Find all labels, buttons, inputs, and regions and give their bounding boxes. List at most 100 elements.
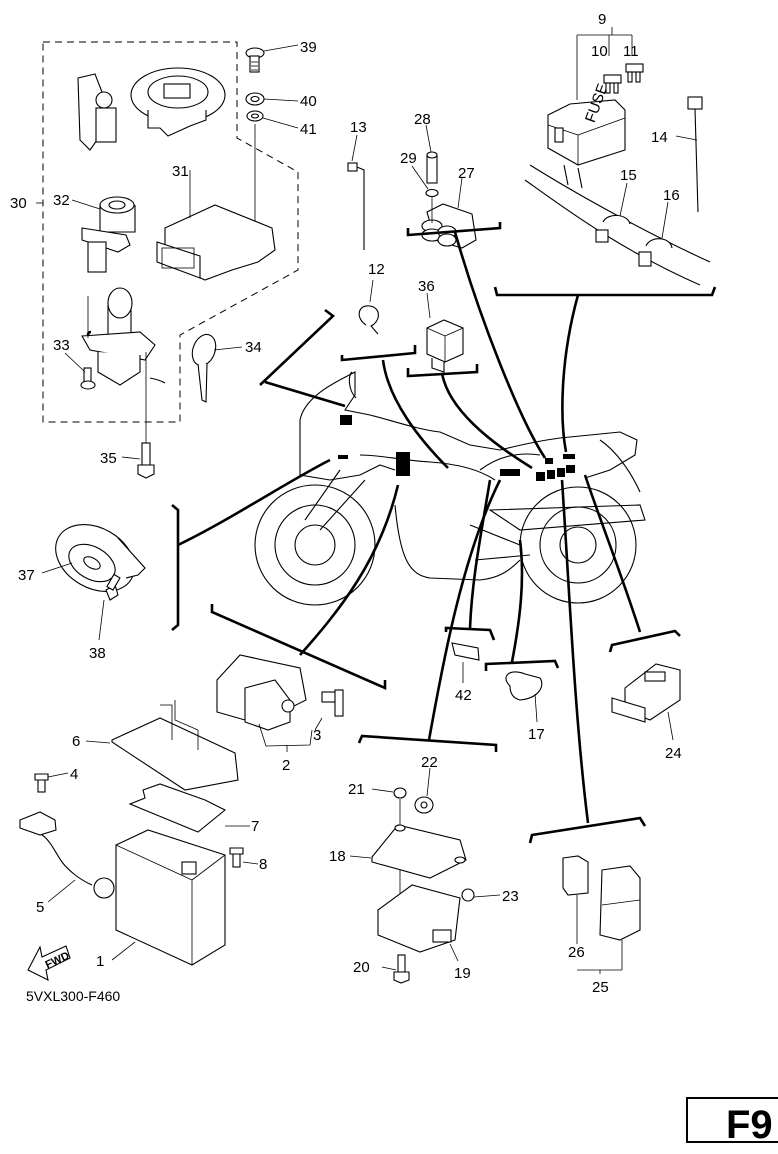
diagram-code: 5VXL300-F460 bbox=[26, 988, 120, 1004]
cable-tie-13: 13 bbox=[347, 119, 367, 250]
callout-15: 15 bbox=[620, 167, 637, 184]
bolt-35: 35 bbox=[100, 442, 155, 479]
callout-7: 7 bbox=[251, 818, 259, 835]
bolt-38: 38 bbox=[89, 573, 121, 662]
callout-18: 18 bbox=[329, 848, 346, 865]
callout-9: 9 bbox=[598, 11, 606, 28]
bracket-17 bbox=[484, 659, 560, 671]
key-34: 34 bbox=[191, 333, 262, 403]
callout-11: 11 bbox=[623, 43, 639, 60]
callout-17: 17 bbox=[528, 726, 545, 743]
callout-31: 31 bbox=[172, 163, 189, 180]
callout-10: 10 bbox=[591, 43, 608, 60]
battery-cable-5: 5 bbox=[19, 811, 115, 916]
callout-4: 4 bbox=[70, 766, 78, 783]
fuel-cap-lock bbox=[130, 67, 226, 137]
bracket-25-26 bbox=[528, 816, 647, 844]
cable-tie-14: 14 bbox=[651, 96, 703, 213]
callout-42: 42 bbox=[455, 687, 472, 704]
fuse-10 bbox=[603, 74, 622, 94]
callout-24: 24 bbox=[665, 745, 682, 762]
clamp-12: 12 bbox=[358, 261, 385, 335]
bracket-lock-set bbox=[259, 308, 336, 386]
callout-26: 26 bbox=[568, 944, 585, 961]
fwd-label: FWD bbox=[44, 950, 72, 971]
seat-lock bbox=[77, 73, 117, 151]
battery-1: 1 bbox=[96, 829, 226, 970]
bracket-ecu-mount bbox=[210, 604, 387, 690]
callout-29: 29 bbox=[400, 150, 417, 167]
bracket-12-13 bbox=[340, 345, 417, 362]
battery-cover-6: 6 bbox=[72, 700, 239, 791]
callout-35: 35 bbox=[100, 450, 117, 467]
ecu-unit-31: 31 bbox=[156, 163, 276, 281]
callout-28: 28 bbox=[414, 111, 431, 128]
washer-29: 29 bbox=[400, 150, 439, 198]
bracket-horn bbox=[171, 504, 180, 631]
callout-13: 13 bbox=[350, 119, 367, 136]
handlebar-harness bbox=[524, 164, 711, 286]
relay-36: 36 bbox=[418, 278, 464, 373]
callout-32: 32 bbox=[53, 192, 70, 209]
lock-set-boundary bbox=[42, 41, 299, 423]
callout-14: 14 bbox=[651, 129, 668, 146]
callout-40: 40 bbox=[300, 93, 317, 110]
bracket-fuse bbox=[493, 286, 717, 297]
callout-34: 34 bbox=[245, 339, 262, 356]
bolt-28: 28 bbox=[414, 111, 438, 184]
bracket-24 bbox=[608, 629, 681, 653]
callout-33: 33 bbox=[53, 337, 70, 354]
washer-40: 40 bbox=[245, 92, 317, 110]
fuse-box-9: 9 FUSE 10 11 bbox=[547, 11, 639, 166]
horn-37: 37 bbox=[18, 524, 146, 592]
relay-unit-26: 26 bbox=[562, 855, 589, 961]
screw-33: 33 bbox=[53, 337, 96, 390]
callout-41: 41 bbox=[300, 121, 317, 138]
callout-12: 12 bbox=[368, 261, 385, 278]
relay-27: 27 bbox=[421, 165, 477, 249]
battery-band-7: 7 bbox=[128, 783, 259, 835]
callout-30: 30 bbox=[10, 195, 27, 212]
clamp-42: 42 bbox=[451, 642, 480, 704]
callout-22: 22 bbox=[421, 754, 438, 771]
damper-22: 22 bbox=[414, 754, 438, 814]
callout-38: 38 bbox=[89, 645, 106, 662]
callout-27: 27 bbox=[458, 165, 475, 182]
fwd-arrow: FWD bbox=[27, 945, 72, 981]
bolt-4: 4 bbox=[34, 766, 78, 793]
bracket-27-29 bbox=[406, 222, 502, 237]
clamp-16: 16 bbox=[638, 187, 680, 267]
callout-25: 25 bbox=[592, 979, 609, 996]
callout-8: 8 bbox=[259, 856, 267, 873]
callout-2: 2 bbox=[282, 757, 290, 774]
clamp-17: 17 bbox=[505, 671, 545, 743]
fuse-11 bbox=[625, 63, 644, 83]
key-cylinder-32: 32 bbox=[53, 192, 136, 273]
callout-16: 16 bbox=[663, 187, 680, 204]
nut-21: 21 bbox=[348, 781, 407, 922]
ecu-19: 19 bbox=[377, 884, 471, 982]
main-switch bbox=[81, 287, 166, 470]
bracket-18-23 bbox=[357, 734, 498, 752]
starter-relay-2: 2 bbox=[216, 654, 313, 774]
callout-23: 23 bbox=[502, 888, 519, 905]
group-bracket bbox=[86, 330, 92, 336]
clamp-15: 15 bbox=[595, 167, 637, 243]
bolt-8: 8 bbox=[229, 847, 267, 873]
control-unit-24: 24 bbox=[611, 663, 682, 762]
callout-6: 6 bbox=[72, 733, 80, 750]
motorcycle-overview bbox=[254, 371, 646, 606]
callout-1: 1 bbox=[96, 953, 104, 970]
fuse-3: 3 bbox=[313, 689, 344, 744]
callout-37: 37 bbox=[18, 567, 35, 584]
page-label: F9 bbox=[726, 1103, 773, 1147]
callout-5: 5 bbox=[36, 899, 44, 916]
callout-21: 21 bbox=[348, 781, 365, 798]
lock-set-group: 30 bbox=[10, 41, 299, 423]
relay-25: 25 bbox=[577, 865, 641, 996]
leader-lines bbox=[177, 231, 642, 824]
bracket-42 bbox=[444, 626, 496, 641]
clamp-23: 23 bbox=[461, 888, 519, 905]
callout-36: 36 bbox=[418, 278, 435, 295]
